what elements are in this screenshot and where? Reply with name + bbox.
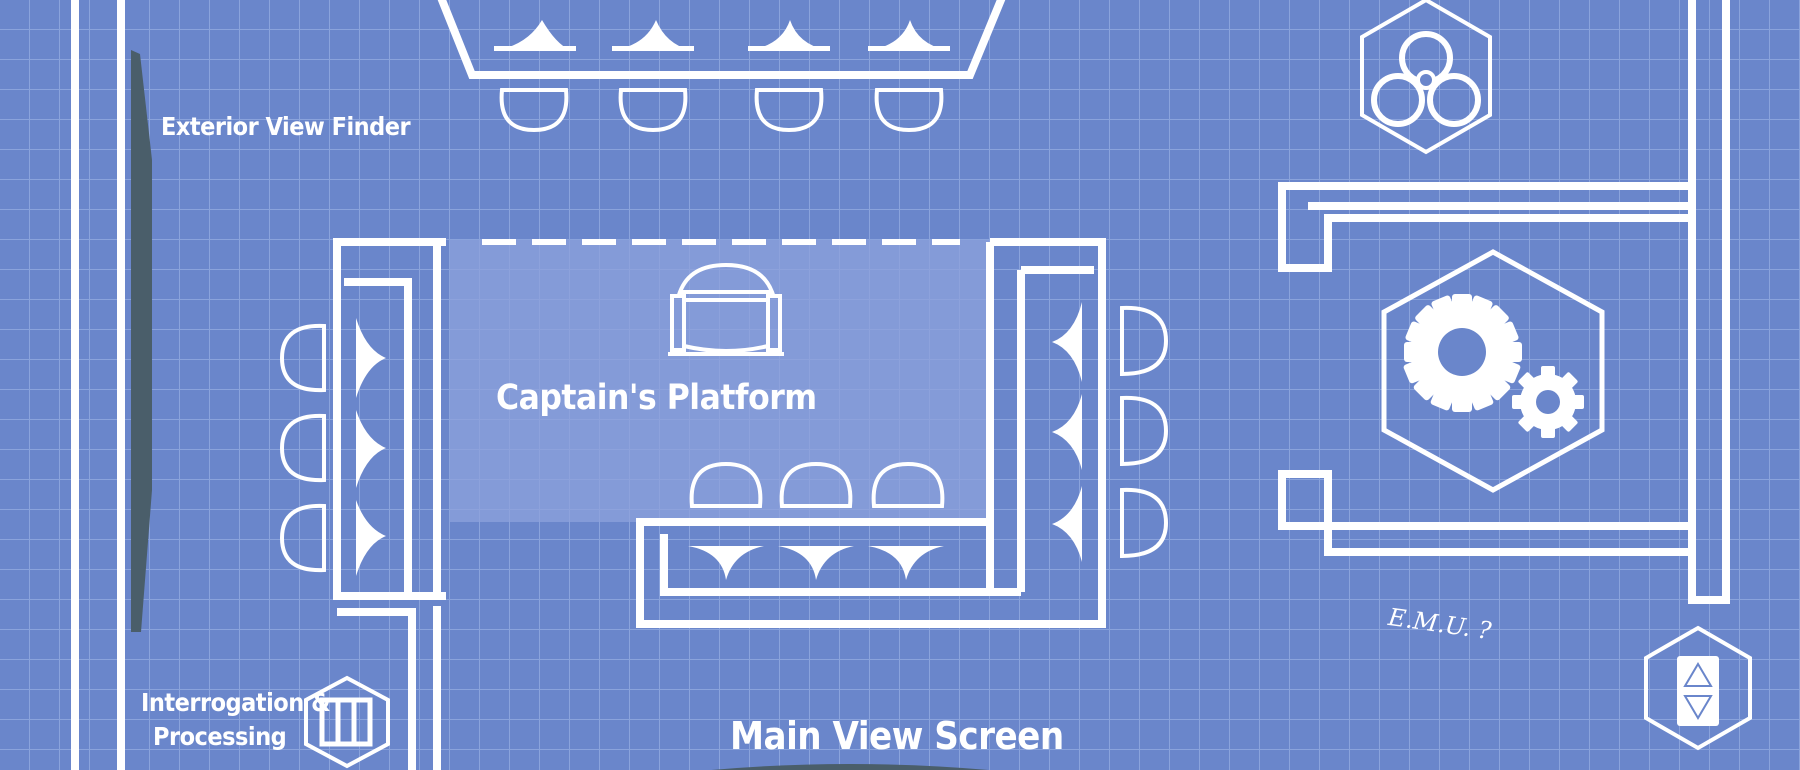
right-seats bbox=[1120, 305, 1169, 559]
captains-platform-area bbox=[450, 240, 990, 522]
biohazard-icon bbox=[1360, 0, 1492, 155]
captains-platform-label: Captain's Platform bbox=[496, 378, 817, 418]
top-console bbox=[437, 0, 1006, 79]
main-view-screen-edge bbox=[711, 764, 989, 770]
exterior-view-finder-label: Exterior View Finder bbox=[161, 112, 411, 141]
left-console bbox=[333, 238, 446, 770]
left-console-stations bbox=[356, 318, 386, 576]
top-console-stations bbox=[494, 20, 950, 51]
captains-chair bbox=[668, 262, 784, 356]
main-view-screen-label: Main View Screen bbox=[730, 714, 1064, 758]
elevator-arrows-icon[interactable] bbox=[1644, 625, 1752, 751]
cell-bars-icon bbox=[304, 675, 390, 769]
left-seats bbox=[279, 323, 326, 573]
right-console-stations bbox=[688, 302, 1082, 580]
engineering-walls bbox=[1278, 0, 1730, 604]
right-console bbox=[636, 238, 1106, 628]
exterior-view-finder-panel bbox=[131, 50, 152, 632]
gears-icon bbox=[1381, 249, 1605, 493]
top-seats bbox=[499, 88, 944, 133]
processing-label: Processing bbox=[153, 722, 287, 751]
bottom-seats bbox=[689, 461, 945, 508]
interrogation-label: Interrogation & bbox=[141, 688, 331, 717]
